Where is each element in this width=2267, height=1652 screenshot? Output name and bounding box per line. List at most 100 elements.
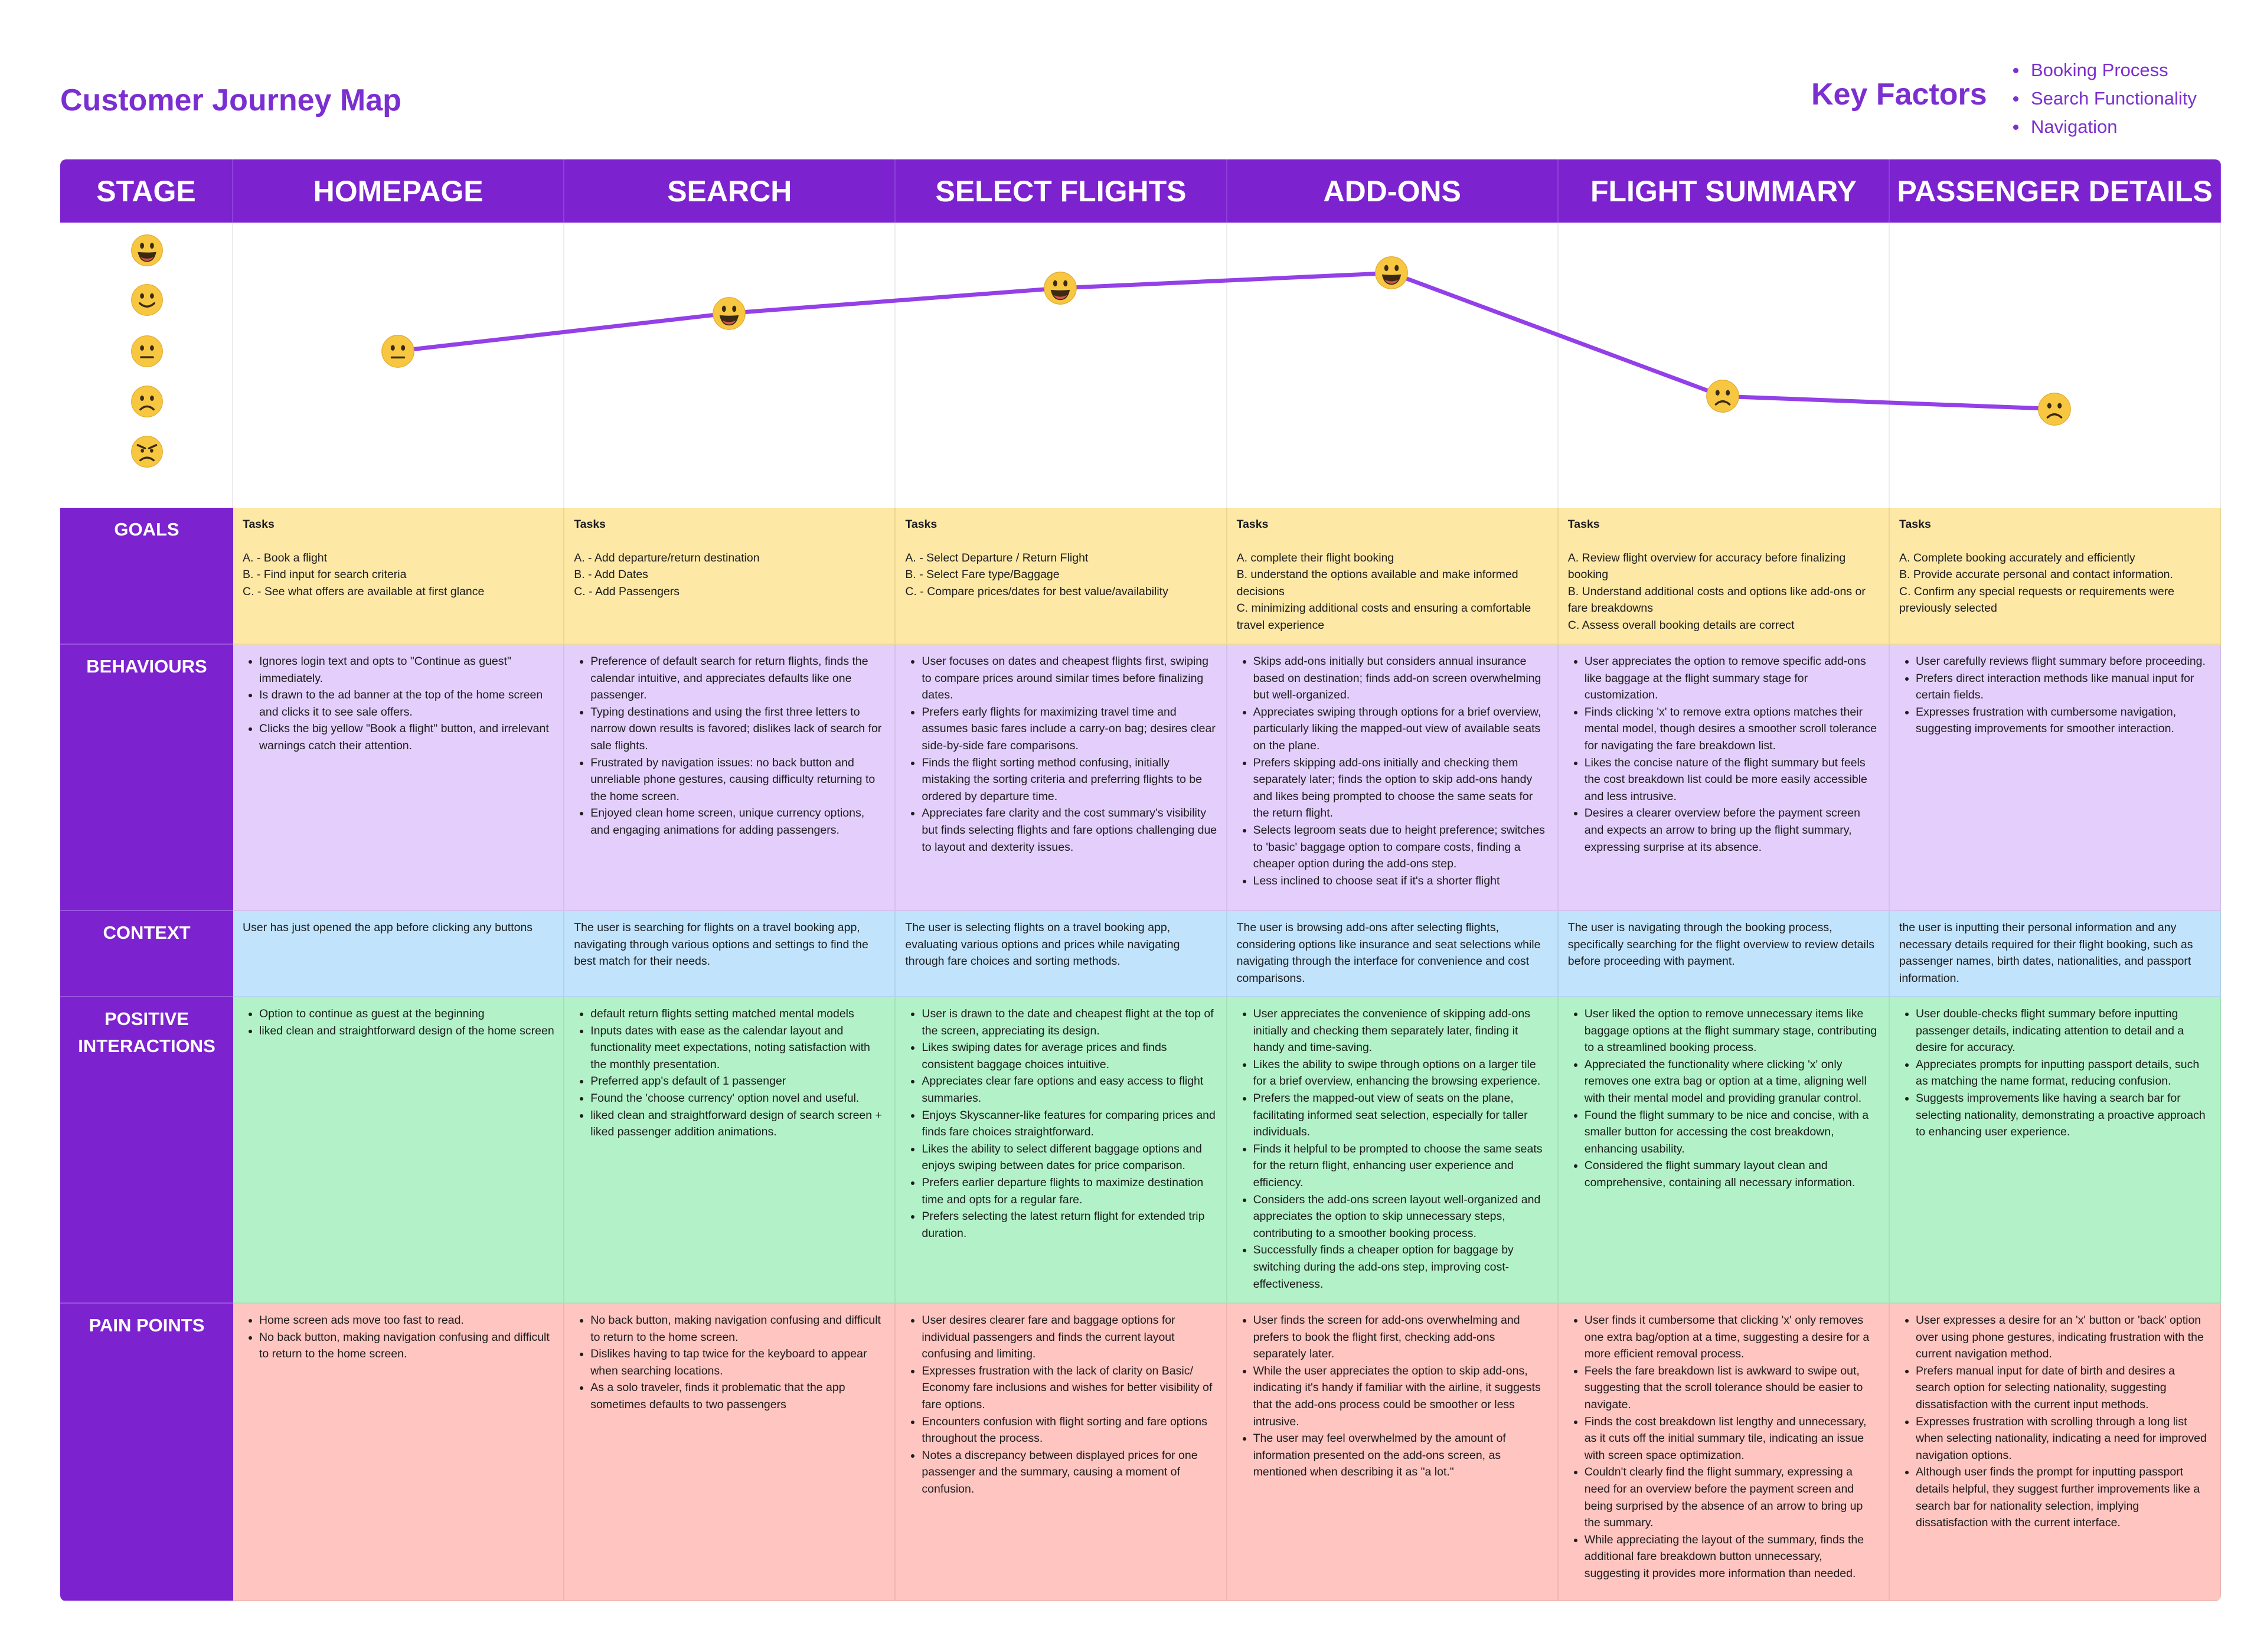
positive-list: User double-checks flight summary before… <box>1899 1005 2212 1141</box>
list-item: Is drawn to the ad banner at the top of … <box>259 687 555 720</box>
context-cell: The user is searching for flights on a t… <box>564 911 896 997</box>
positive-list: User is drawn to the date and cheapest f… <box>905 1005 1217 1242</box>
list-item: Notes a discrepancy between displayed pr… <box>922 1447 1217 1498</box>
list-item: Prefers direct interaction methods like … <box>1916 670 2212 704</box>
behaviours-list: Skips add-ons initially but considers an… <box>1237 653 1549 889</box>
emotion-point-neutral-face-icon <box>381 334 415 368</box>
list-item: Finds the cost breakdown list lengthy an… <box>1585 1413 1880 1464</box>
emotion-cell <box>1558 223 1890 508</box>
behaviours-list: Preference of default search for return … <box>574 653 886 839</box>
list-item: Couldn't clearly find the flight summary… <box>1585 1464 1880 1531</box>
list-item: liked clean and straightforward design o… <box>259 1023 555 1040</box>
stage-header-passenger-details: PASSENGER DETAILS <box>1890 159 2221 223</box>
pain-cell: No back button, making navigation confus… <box>564 1304 896 1601</box>
list-item: Expresses frustration with cumbersome na… <box>1916 704 2212 737</box>
list-item: Considers the add-ons screen layout well… <box>1253 1191 1549 1242</box>
list-item: User is drawn to the date and cheapest f… <box>922 1005 1217 1039</box>
list-item: Expresses frustration with scrolling thr… <box>1916 1413 2212 1464</box>
list-item: Although user finds the prompt for input… <box>1916 1464 2212 1531</box>
tasks-heading: Tasks <box>1567 518 1600 531</box>
list-item: Prefers earlier departure flights to max… <box>922 1174 1217 1208</box>
sad-face-icon <box>130 385 164 418</box>
row-label-pain: PAIN POINTS <box>60 1304 233 1601</box>
list-item: Frustrated by navigation issues: no back… <box>590 755 886 805</box>
pain-cell: User desires clearer fare and baggage op… <box>896 1304 1227 1601</box>
goals-text: A. complete their flight booking B. unde… <box>1236 551 1531 632</box>
behaviours-list: User focuses on dates and cheapest fligh… <box>905 653 1217 856</box>
behaviours-cell: Preference of default search for return … <box>564 645 896 911</box>
list-item: Enjoys Skyscanner-like features for comp… <box>922 1107 1217 1141</box>
list-item: Desires a clearer overview before the pa… <box>1585 805 1880 856</box>
list-item: Preferred app's default of 1 passenger <box>590 1073 886 1090</box>
positive-list: User appreciates the convenience of skip… <box>1237 1005 1549 1292</box>
pain-list: User finds it cumbersome that clicking '… <box>1568 1312 1880 1582</box>
list-item: Less inclined to choose seat if it's a s… <box>1253 873 1549 890</box>
list-item: Appreciates prompts for inputting passpo… <box>1916 1056 2212 1090</box>
emotion-point-sad-face-icon <box>2037 392 2072 426</box>
stage-header-add-ons: ADD-ONS <box>1227 159 1559 223</box>
list-item: Appreciates clear fare options and easy … <box>922 1073 1217 1106</box>
pain-cell: User finds it cumbersome that clicking '… <box>1558 1304 1890 1601</box>
row-label-context: CONTEXT <box>60 911 233 997</box>
list-item: Feels the fare breakdown list is awkward… <box>1585 1363 1880 1413</box>
list-item: Found the 'choose currency' option novel… <box>590 1090 886 1107</box>
emotion-point-very-happy-face-icon <box>1043 271 1077 305</box>
tasks-heading: Tasks <box>1899 518 1931 531</box>
stage-header-flight-summary: FLIGHT SUMMARY <box>1558 159 1890 223</box>
emotion-cell <box>564 223 896 508</box>
list-item: Preference of default search for return … <box>590 653 886 704</box>
goals-cell: Tasks A. Complete booking accurately and … <box>1890 508 2221 645</box>
list-item: Likes the ability to swipe through optio… <box>1253 1056 1549 1090</box>
list-item: No back button, making navigation confus… <box>259 1329 555 1363</box>
list-item: Appreciates fare clarity and the cost su… <box>922 805 1217 856</box>
list-item: While the user appreciates the option to… <box>1253 1363 1549 1430</box>
stage-header-select-flights: SELECT FLIGHTS <box>896 159 1227 223</box>
key-factors-list: Booking Process Search Functionality Nav… <box>2013 56 2197 141</box>
stage-header-label: STAGE <box>60 159 233 223</box>
list-item: Appreciated the functionality where clic… <box>1585 1056 1880 1107</box>
emotion-cell <box>896 223 1227 508</box>
emotion-point-sad-face-icon <box>1706 379 1740 413</box>
angry-face-icon <box>130 435 164 468</box>
emotion-line-segment <box>1058 270 1394 290</box>
list-item: default return flights setting matched m… <box>590 1005 886 1023</box>
context-text: The user is searching for flights on a t… <box>574 921 868 968</box>
behaviours-cell: User carefully reviews flight summary be… <box>1890 645 2221 911</box>
goals-text: A. - Book a flight B. - Find input for s… <box>243 551 485 598</box>
list-item: While appreciating the layout of the sum… <box>1585 1532 1880 1582</box>
pain-list: User desires clearer fare and baggage op… <box>905 1312 1217 1498</box>
pain-cell: User expresses a desire for an 'x' butto… <box>1890 1304 2221 1601</box>
key-factor-item: Booking Process <box>2013 56 2197 84</box>
key-factors-title: Key Factors <box>1811 77 1987 112</box>
list-item: Inputs dates with ease as the calendar l… <box>590 1023 886 1073</box>
stage-header-search: SEARCH <box>564 159 896 223</box>
behaviours-list: User carefully reviews flight summary be… <box>1899 653 2212 737</box>
list-item: Considered the flight summary layout cle… <box>1585 1157 1880 1191</box>
goals-text: A. Complete booking accurately and effic… <box>1899 551 2175 615</box>
tasks-heading: Tasks <box>905 518 937 531</box>
list-item: Typing destinations and using the first … <box>590 704 886 755</box>
positive-cell: User is drawn to the date and cheapest f… <box>896 997 1227 1304</box>
list-item: Dislikes having to tap twice for the key… <box>590 1346 886 1379</box>
list-item: Clicks the big yellow "Book a flight" bu… <box>259 720 555 754</box>
context-text: the user is inputting their personal inf… <box>1899 921 2193 985</box>
list-item: User finds it cumbersome that clicking '… <box>1585 1312 1880 1363</box>
list-item: User focuses on dates and cheapest fligh… <box>922 653 1217 704</box>
context-text: User has just opened the app before clic… <box>243 921 533 934</box>
list-item: User expresses a desire for an 'x' butto… <box>1916 1312 2212 1363</box>
emotion-line-segment <box>727 286 1063 316</box>
key-factor-item: Navigation <box>2013 113 2197 141</box>
list-item: Found the flight summary to be nice and … <box>1585 1107 1880 1158</box>
list-item: Finds the flight sorting method confusin… <box>922 755 1217 805</box>
tasks-heading: Tasks <box>574 518 606 531</box>
positive-list: default return flights setting matched m… <box>574 1005 886 1141</box>
tasks-heading: Tasks <box>1236 518 1269 531</box>
emotion-line-segment <box>1389 270 1725 399</box>
pain-list: No back button, making navigation confus… <box>574 1312 886 1413</box>
list-item: Enjoyed clean home screen, unique curren… <box>590 805 886 838</box>
positive-cell: User liked the option to remove unnecess… <box>1558 997 1890 1304</box>
list-item: User carefully reviews flight summary be… <box>1916 653 2212 670</box>
